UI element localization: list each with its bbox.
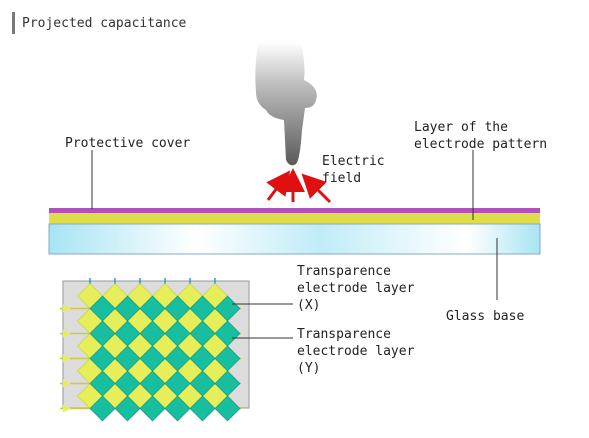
electric-field-label-line1: Electric — [322, 154, 385, 169]
electrode-x-label-line2: electrode layer — [297, 281, 415, 296]
electrode-pattern-layer — [49, 213, 540, 224]
y-electrode-diamond — [189, 395, 216, 422]
electrode-layer-label-line2: electrode pattern — [414, 137, 548, 152]
glass-base-layer — [48, 223, 541, 255]
electrode-y-label-line1: Transparence — [297, 327, 391, 342]
y-electrode-diamond — [114, 395, 141, 422]
electrode-y-label-line2: electrode layer — [297, 344, 415, 359]
y-electrode-diamond — [214, 395, 241, 422]
glass-base-label: Glass base — [446, 309, 525, 324]
electrode-x-label-line3: (X) — [297, 298, 321, 313]
y-electrode-terminal — [63, 329, 71, 338]
y-electrode-diamond — [89, 395, 116, 422]
y-electrode-terminal — [63, 304, 71, 313]
title-accent-bar — [12, 12, 15, 34]
diagram-title: Projected capacitance — [22, 16, 187, 31]
y-electrode-terminal — [63, 354, 71, 363]
y-electrode-diamond — [164, 395, 191, 422]
electrode-grid — [60, 278, 250, 422]
y-electrode-terminal — [63, 379, 71, 388]
electric-field-label-line2: field — [322, 171, 362, 186]
electrode-layer-label-line1: Layer of the — [414, 120, 508, 135]
y-electrode-diamond — [139, 395, 166, 422]
finger-icon — [255, 42, 317, 166]
protective-cover-label: Protective cover — [65, 136, 191, 151]
electric-field-arrows — [266, 168, 332, 204]
protective-cover-layer — [49, 208, 540, 213]
electrode-y-label-line3: (Y) — [297, 361, 321, 376]
electrode-x-label-line1: Transparence — [297, 264, 391, 279]
y-electrode-terminal — [63, 404, 71, 413]
